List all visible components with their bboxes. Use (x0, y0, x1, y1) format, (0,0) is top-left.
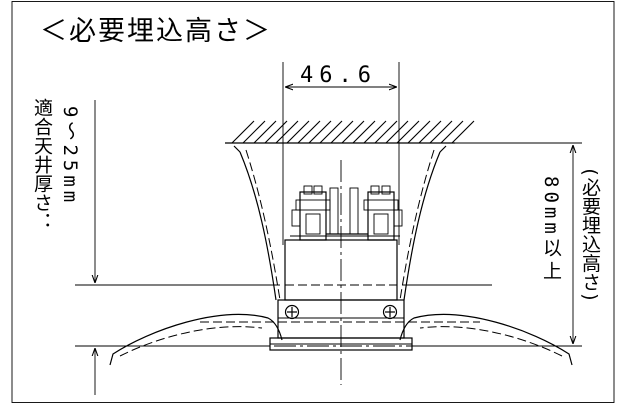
hatch-line (308, 120, 332, 144)
width-dimension: 46.6 (282, 62, 400, 245)
hatch-line (242, 120, 266, 144)
hatch-line (297, 120, 321, 144)
ceiling-slab (225, 120, 475, 144)
required-height-label: (必要埋込高さ) (579, 166, 601, 303)
hatch-line (407, 120, 431, 144)
terminal-block (290, 185, 403, 241)
ceiling-thickness-label: 適合天井厚さ： (31, 98, 53, 231)
hatch-line (363, 120, 387, 144)
hatch-line (440, 120, 464, 144)
hatch-line (374, 120, 398, 144)
hatch-line (451, 120, 475, 144)
required-height-dimension: 80mm以上 (必要埋込高さ) (540, 145, 601, 344)
hatch-line (253, 120, 277, 144)
drawing-title: ＜必要埋込高さ＞ (40, 16, 272, 47)
ceiling-thickness-range: 9～25mm (59, 106, 81, 206)
required-height-value: 80mm以上 (540, 176, 562, 284)
hatch-line (418, 120, 442, 144)
hatch-line (231, 120, 255, 144)
hatch-line (341, 120, 365, 144)
fixture-trim (109, 145, 573, 366)
drawing-frame (11, 1, 615, 403)
width-dimension-label: 46.6 (300, 63, 377, 88)
hatch-line (385, 120, 409, 144)
screw-left-icon (284, 304, 300, 320)
hatch-line (352, 120, 376, 144)
hatch-line (429, 120, 453, 144)
hatch-line (396, 120, 420, 144)
hatch-line (330, 120, 354, 144)
screw-right-icon (382, 304, 398, 320)
hatch-line (319, 120, 343, 144)
hatch-line (264, 120, 288, 144)
hatch-line (275, 120, 299, 144)
ceiling-thickness-dimension: 適合天井厚さ： 9～25mm (31, 98, 95, 395)
hatch-line (286, 120, 310, 144)
ceiling-lines (75, 284, 582, 347)
